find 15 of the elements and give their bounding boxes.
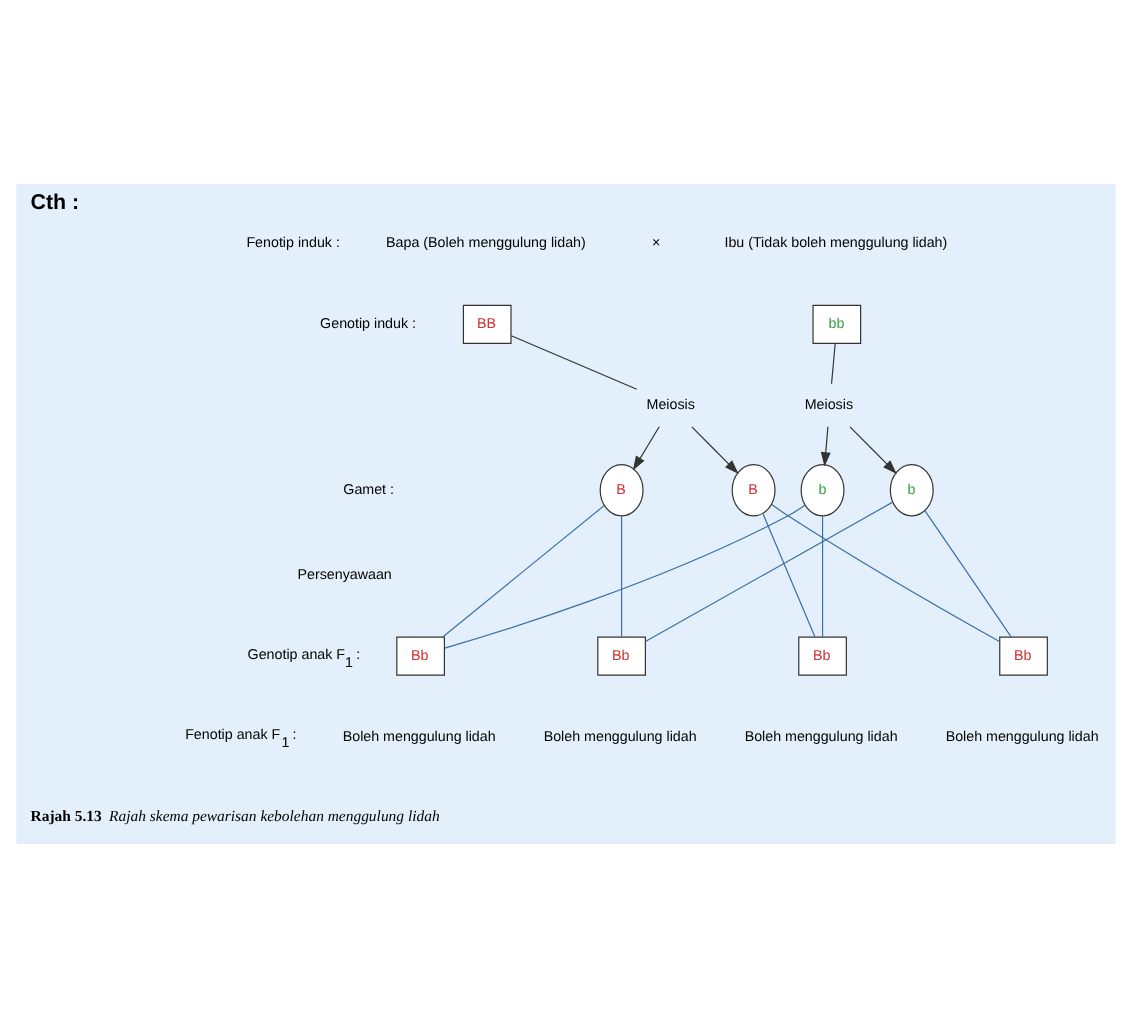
arrow [849, 425, 897, 473]
connector [924, 509, 1012, 637]
connector [830, 342, 836, 384]
connector [621, 514, 623, 637]
diagram-title: Cth : [30, 190, 80, 215]
connector [444, 503, 806, 648]
connector [510, 334, 638, 389]
connector [442, 504, 605, 637]
arrow [691, 425, 739, 473]
arrow [632, 425, 660, 470]
arrow [820, 425, 831, 466]
connector [644, 500, 894, 642]
connector [771, 503, 1000, 642]
connector [821, 514, 824, 637]
connector [762, 511, 816, 637]
